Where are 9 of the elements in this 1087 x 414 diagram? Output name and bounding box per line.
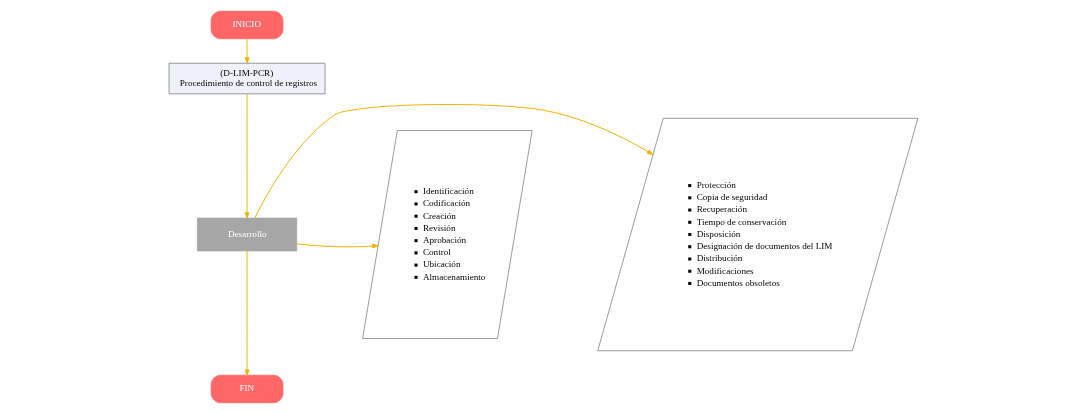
node-box: Desarrollo [196, 217, 298, 252]
arrow [254, 104, 654, 219]
arrow [244, 93, 250, 219]
arrow [244, 250, 250, 376]
node-box: FIN [210, 374, 284, 404]
arrow [244, 38, 250, 64]
node-box: (D-LIM-PCR) Procedimiento de control de registros [168, 62, 326, 95]
node-box: INICIO [210, 10, 284, 40]
arrow [296, 243, 379, 249]
